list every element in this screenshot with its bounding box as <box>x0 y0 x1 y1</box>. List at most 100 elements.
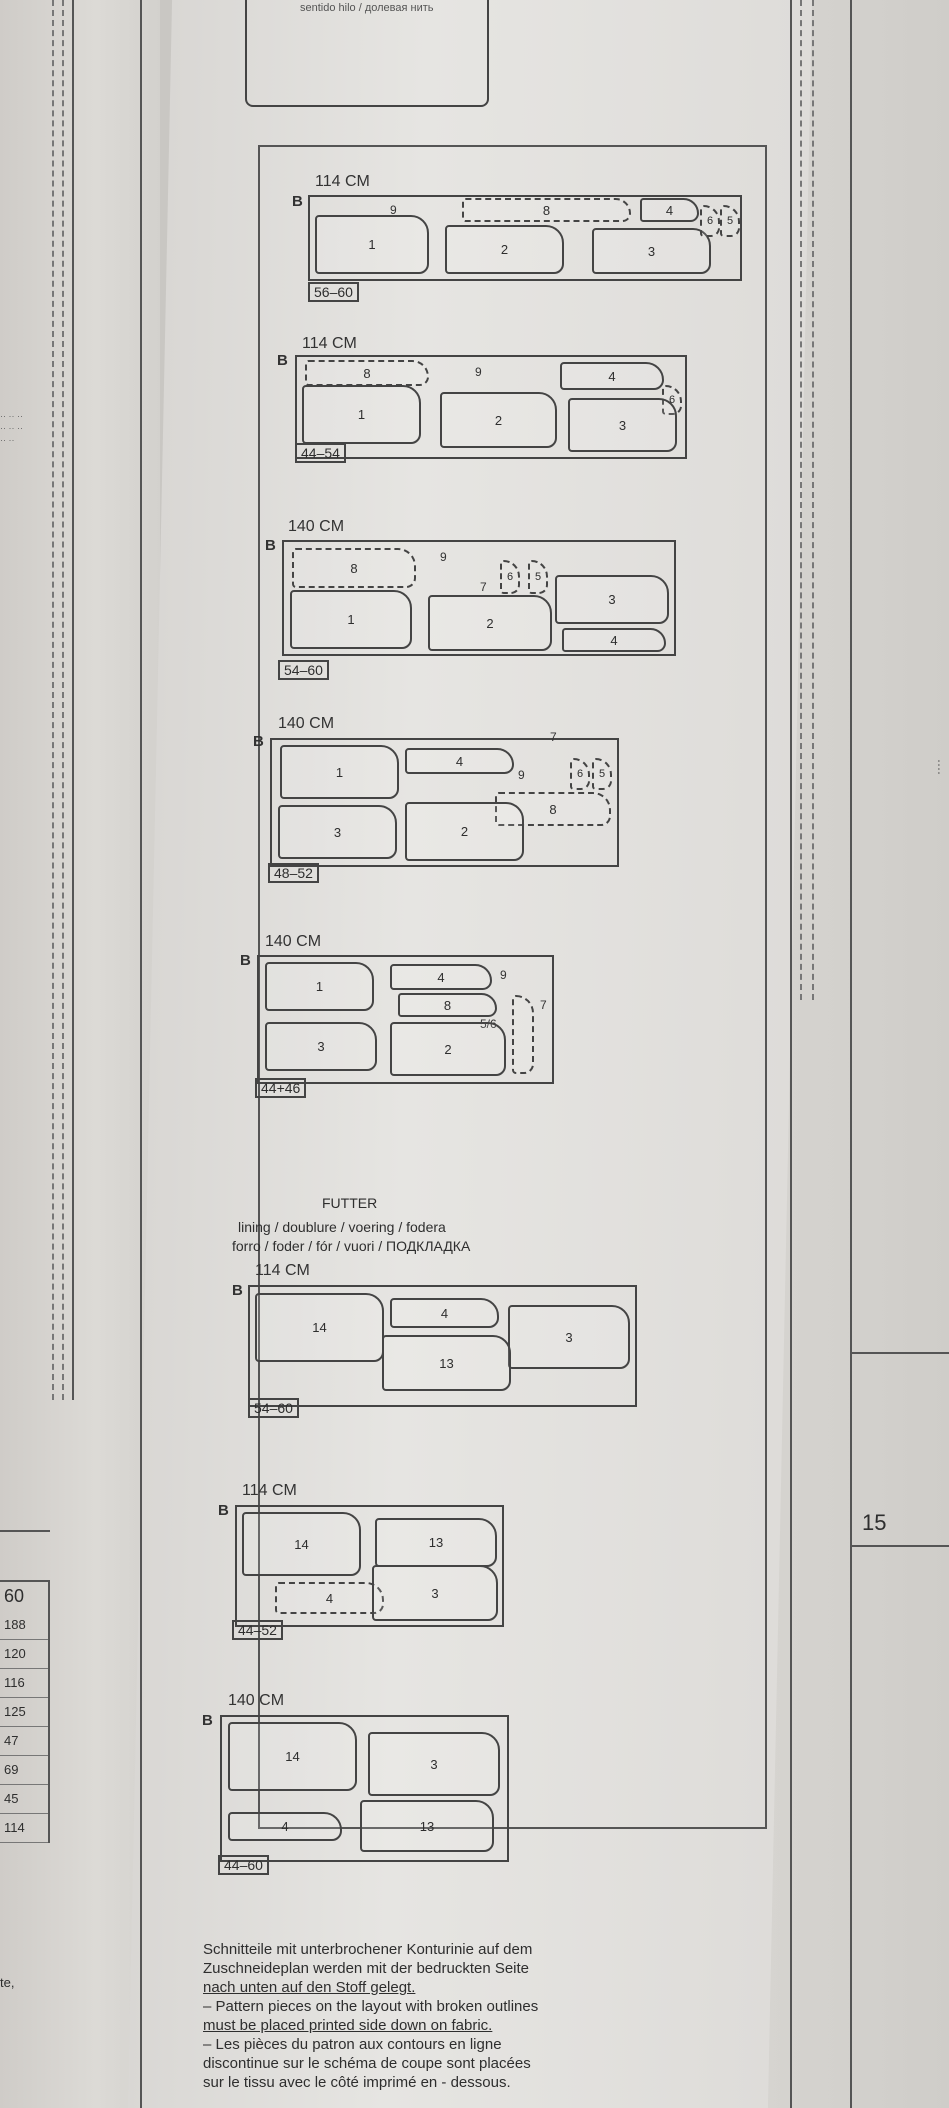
lining-1-size: 54–60 <box>248 1398 299 1418</box>
note-line-4: – Pattern pieces on the layout with brok… <box>203 1998 539 2015</box>
layout-1-piece-3: 3 <box>592 228 711 274</box>
size-table-cell: 125 <box>0 1698 48 1727</box>
grain-line-text: sentido hilo / долевая нить <box>300 2 434 14</box>
right-edge-line <box>850 0 852 2108</box>
size-table-cell: 69 <box>0 1756 48 1785</box>
right-seam-line-2 <box>812 0 814 1000</box>
layout-4-width: 140 CM <box>278 715 335 732</box>
lining-1-piece-4: 4 <box>390 1298 499 1328</box>
lining-3-piece-3: 3 <box>368 1732 500 1796</box>
layout-4-piece-6: 6 <box>570 758 590 790</box>
layout-5-size: 44+46 <box>255 1078 307 1098</box>
lining-1-selvage: B <box>232 1282 243 1299</box>
note-line-6: – Les pièces du patron aux contours en l… <box>203 2036 502 2053</box>
layout-4-piece-5: 5 <box>592 758 612 790</box>
size-table-cell: 116 <box>0 1669 48 1698</box>
right-divider-bottom <box>850 1545 949 1547</box>
left-margin-fragment: ·· ·· ···· ·· ···· ·· <box>0 411 23 445</box>
layout-1-box <box>308 195 742 281</box>
layout-1-piece-2: 2 <box>445 225 564 274</box>
layout-2-box <box>295 355 687 459</box>
layout-4-piece-4: 4 <box>405 748 514 774</box>
size-table-head: 60 <box>4 1586 25 1606</box>
size-table-cell: 47 <box>0 1727 48 1756</box>
lining-1-piece-13: 13 <box>382 1335 511 1391</box>
lining-1-width: 114 CM <box>255 1262 310 1279</box>
grain-line-box <box>245 0 489 107</box>
layout-4-selvage: B <box>253 733 264 750</box>
lining-3-piece-14: 14 <box>228 1722 357 1791</box>
layout-3-piece-7: 7 <box>480 580 487 594</box>
layout-5-piece-strip <box>512 995 534 1074</box>
layout-4-piece-7: 7 <box>550 730 557 744</box>
layout-4-piece-9: 9 <box>518 768 525 782</box>
layout-3-piece-8: 8 <box>292 548 416 588</box>
lining-3-piece-13: 13 <box>360 1800 494 1852</box>
rotated-edge-text: ···· <box>930 759 945 775</box>
layout-3-piece-5: 5 <box>528 560 548 594</box>
layout-1-piece-1: 1 <box>315 215 429 274</box>
layout-4-piece-3: 3 <box>278 805 397 859</box>
left-seam-line-3 <box>72 0 74 1400</box>
left-margin-text: te, <box>0 1975 15 1990</box>
lining-2-size: 44–52 <box>232 1620 283 1640</box>
lining-1-box <box>248 1285 637 1407</box>
lining-languages-1: lining / doublure / voering / fodera <box>238 1219 446 1235</box>
lining-3-box <box>220 1715 509 1862</box>
left-seam-line-2 <box>62 0 64 1400</box>
layout-4-piece-1: 1 <box>280 745 399 799</box>
layout-2-piece-9: 9 <box>475 365 482 379</box>
layout-5-piece-2: 2 <box>390 1022 506 1076</box>
lining-2-width: 114 CM <box>242 1482 297 1499</box>
layout-2-piece-8: 8 <box>305 360 429 386</box>
right-divider-top <box>850 1352 949 1354</box>
layout-instructions: Schnitteile mit unterbrochener Konturini… <box>203 1940 583 2092</box>
lining-2-piece-3: 3 <box>372 1565 498 1621</box>
lining-1-piece-3: 3 <box>508 1305 630 1369</box>
size-table-cell: 114 <box>0 1814 48 1843</box>
lining-heading: FUTTER <box>322 1195 378 1211</box>
layout-5-piece-3: 3 <box>265 1022 377 1071</box>
note-line-3: nach unten auf den Stoff gelegt. <box>203 1979 416 1996</box>
left-divider <box>0 1530 50 1532</box>
layout-5-width: 140 CM <box>265 933 322 950</box>
layout-3-piece-9: 9 <box>440 550 447 564</box>
layout-2-selvage: B <box>277 352 288 369</box>
layout-2-piece-3: 3 <box>568 398 677 452</box>
layout-5-piece-9: 9 <box>500 968 507 982</box>
layout-2-piece-1: 1 <box>302 385 421 444</box>
lining-3-size: 44–60 <box>218 1855 269 1875</box>
lining-1-piece-14: 14 <box>255 1293 384 1362</box>
layout-3-width: 140 CM <box>288 518 345 535</box>
left-seam-line-1 <box>52 0 54 1400</box>
layout-5-piece-4: 4 <box>390 964 492 990</box>
cutting-layout-frame <box>258 145 767 1829</box>
lining-2-box <box>235 1505 504 1627</box>
layout-4-piece-2: 2 <box>405 802 524 861</box>
layout-3-selvage: B <box>265 537 276 554</box>
lining-2-selvage: B <box>218 1502 229 1519</box>
size-table-cell: 188 <box>0 1611 48 1640</box>
page-number: 15 <box>862 1510 887 1535</box>
layout-5-box <box>257 955 554 1084</box>
layout-2-width: 114 CM <box>302 335 357 352</box>
layout-1-size: 56–60 <box>308 282 359 302</box>
layout-1-piece-8: 8 <box>462 198 631 222</box>
size-table-fragment: 60 188 120 116 125 47 69 45 114 <box>0 1580 50 1843</box>
layout-5-selvage: B <box>240 952 251 969</box>
lining-2-piece-4: 4 <box>275 1582 384 1614</box>
note-line-7: discontinue sur le schéma de coupe sont … <box>203 2055 531 2072</box>
size-table-cell: 120 <box>0 1640 48 1669</box>
lining-2-piece-14: 14 <box>242 1512 361 1576</box>
layout-1-selvage: B <box>292 193 303 210</box>
lining-languages-2: forro / foder / fór / vuori / ПОДКЛАДКА <box>232 1238 471 1254</box>
layout-1-piece-5: 5 <box>720 205 740 237</box>
right-fold-line <box>790 0 792 2108</box>
layout-3-piece-4: 4 <box>562 628 666 652</box>
layout-3-box <box>282 540 676 656</box>
left-sheet <box>0 0 160 2108</box>
note-line-8: sur le tissu avec le côté imprimé en - d… <box>203 2074 511 2091</box>
lining-3-piece-4: 4 <box>228 1812 342 1841</box>
right-seam-line-1 <box>800 0 802 1000</box>
layout-5-piece-8: 8 <box>398 993 497 1017</box>
